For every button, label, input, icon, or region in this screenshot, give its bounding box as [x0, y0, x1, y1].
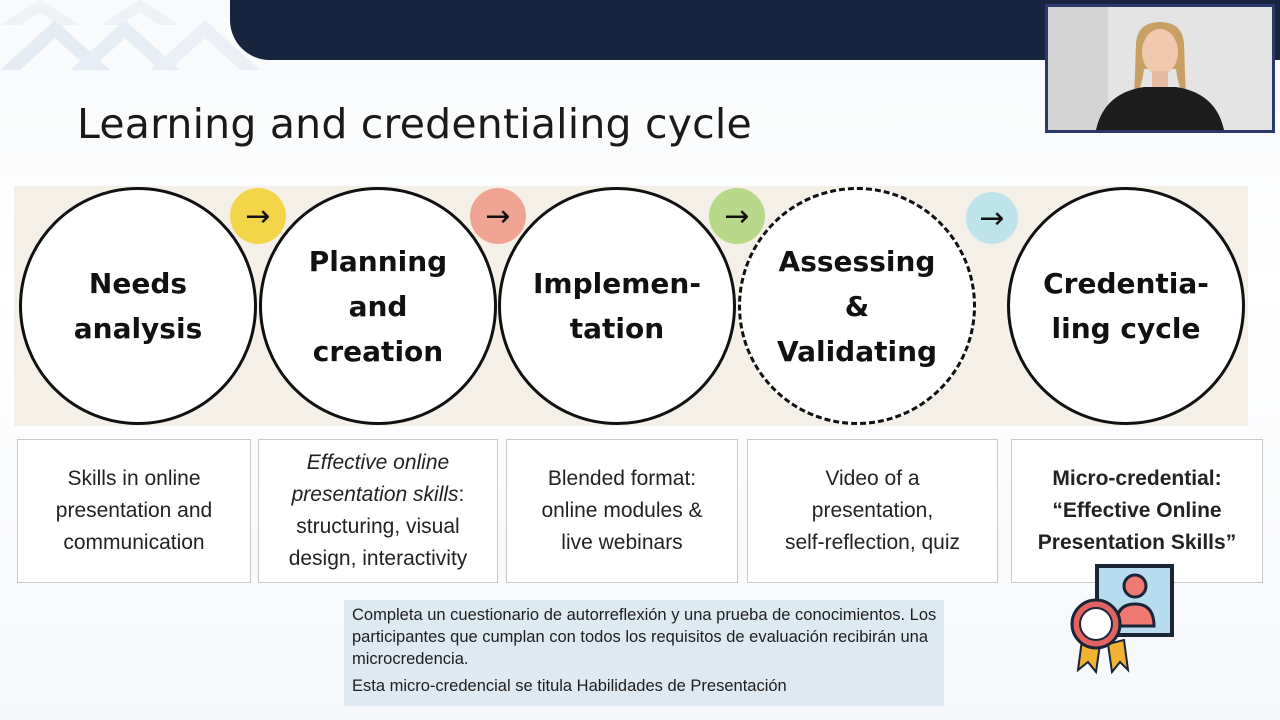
- stage-assessing-validating: Assessing & Validating: [738, 187, 976, 425]
- stage-label: Planning and creation: [308, 244, 448, 368]
- description-italic-text: Effective online presentation skills: [291, 451, 459, 506]
- stage-credentialing-cycle: Credentia- ling cycle: [1007, 187, 1245, 425]
- description-planning-creation: Effective online presentation skills: st…: [258, 439, 498, 583]
- description-text: Micro-credential: “Effective Online Pres…: [1037, 467, 1237, 554]
- stage-planning-creation: Planning and creation: [259, 187, 497, 425]
- description-credential: Micro-credential: “Effective Online Pres…: [1011, 439, 1263, 583]
- arrow-right-icon: →: [230, 188, 286, 244]
- slide-title: Learning and credentialing cycle: [77, 100, 752, 148]
- presenter-video-thumbnail[interactable]: [1045, 4, 1275, 133]
- description-implementation: Blended format: online modules & live we…: [506, 439, 738, 583]
- arrow-right-icon: →: [470, 188, 526, 244]
- presenter-avatar: [1048, 7, 1272, 130]
- stage-needs-analysis: Needs analysis: [19, 187, 257, 425]
- caption-line: Esta micro-credencial se titula Habilida…: [352, 677, 787, 695]
- description-text: Blended format: online modules & live we…: [541, 467, 703, 554]
- arrow-right-icon: →: [709, 188, 765, 244]
- arrow-right-icon: →: [966, 192, 1018, 244]
- decorative-chevron-pattern: [0, 0, 260, 70]
- description-text: Effective online presentation skills: st…: [289, 447, 468, 575]
- stage-implementation: Implemen- tation: [498, 187, 736, 425]
- description-text: Skills in online presentation and commun…: [55, 467, 213, 554]
- certificate-badge-icon: [1070, 564, 1174, 674]
- description-needs-analysis: Skills in online presentation and commun…: [17, 439, 251, 583]
- stage-label: Credentia- ling cycle: [1043, 267, 1209, 345]
- caption-overlay: Completa un cuestionario de autorreflexi…: [344, 600, 944, 706]
- caption-line: Completa un cuestionario de autorreflexi…: [352, 606, 937, 668]
- stage-label: Implemen- tation: [533, 267, 701, 345]
- stage-label: Needs analysis: [73, 267, 203, 345]
- description-assessing: Video of a presentation, self-reflection…: [747, 439, 998, 583]
- description-rest-text: : structuring, visual design, interactiv…: [288, 483, 468, 570]
- stage-label: Assessing & Validating: [776, 244, 938, 368]
- description-text: Video of a presentation, self-reflection…: [784, 467, 961, 554]
